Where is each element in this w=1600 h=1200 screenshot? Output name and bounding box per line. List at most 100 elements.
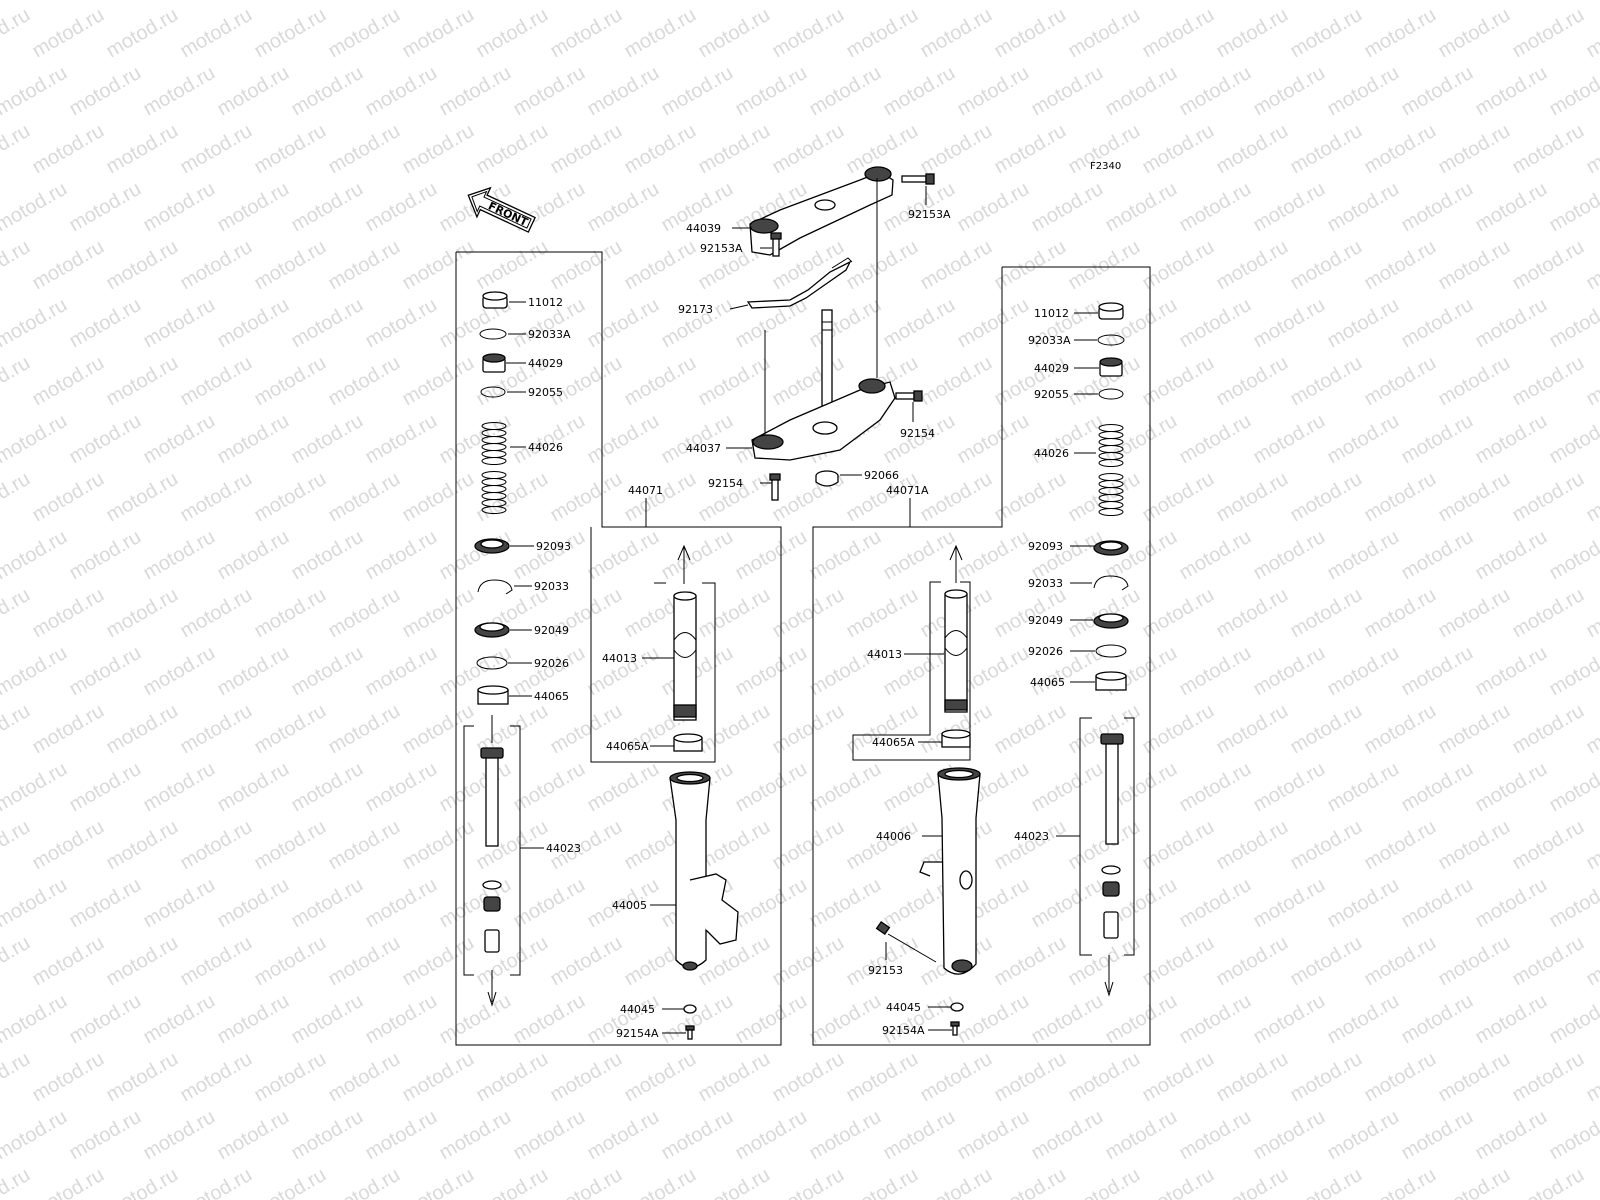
watermark-text: motod.ru [732, 642, 811, 701]
label-right-dust-seal: 92093 [1028, 540, 1063, 553]
watermark-text: motod.ru [917, 1164, 996, 1200]
label-right-axle-bolt: 92153 [868, 964, 903, 977]
watermark-text: motod.ru [214, 990, 293, 1049]
watermark-text: motod.ru [1250, 874, 1329, 933]
watermark-text: motod.ru [806, 294, 885, 353]
clamp-icon [746, 257, 853, 309]
watermark-text: motod.ru [1435, 4, 1514, 63]
watermark-text: motod.ru [547, 1048, 626, 1107]
watermark-text: motod.ru [1028, 0, 1107, 4]
watermark-text: motod.ru [103, 352, 182, 411]
watermark-text: motod.ru [1287, 352, 1366, 411]
watermark-text: motod.ru [140, 990, 219, 1049]
watermark-text: motod.ru [29, 468, 108, 527]
watermark-text: motod.ru [1028, 178, 1107, 237]
watermark-text: motod.ru [1435, 1164, 1514, 1200]
watermark-text: motod.ru [325, 4, 404, 63]
watermark-text: motod.ru [399, 932, 478, 991]
watermark-text: motod.ru [1139, 4, 1218, 63]
watermark-text: motod.ru [66, 62, 145, 121]
watermark-text: motod.ru [177, 700, 256, 759]
watermark-text: motod.ru [621, 1048, 700, 1107]
label-right-spring-seat: 44029 [1034, 362, 1069, 375]
watermark-text: motod.ru [325, 1164, 404, 1200]
watermark-text: motod.ru [325, 120, 404, 179]
label-left-gasket: 44045 [620, 1003, 655, 1016]
watermark-text: motod.ru [732, 874, 811, 933]
watermark-text: motod.ru [1139, 1164, 1218, 1200]
watermark-text: motod.ru [695, 1048, 774, 1107]
watermark-text: motod.ru [1398, 0, 1477, 4]
watermark-text: motod.ru [325, 816, 404, 875]
watermark-text: motod.ru [436, 1106, 515, 1165]
watermark-text: motod.ru [991, 120, 1070, 179]
watermark-text: motod.ru [29, 700, 108, 759]
watermark-text: motod.ru [880, 1106, 959, 1165]
watermark-text: motod.ru [1028, 990, 1107, 1049]
watermark-text: motod.ru [251, 816, 330, 875]
label-left-cap: 11012 [528, 296, 563, 309]
watermark-text: motod.ru [547, 236, 626, 295]
stem-nut-icon [815, 470, 839, 487]
watermark-text: motod.ru [1324, 758, 1403, 817]
watermark-text: motod.ru [0, 816, 34, 875]
watermark-text: motod.ru [584, 1106, 663, 1165]
watermark-text: motod.ru [103, 4, 182, 63]
watermark-text: motod.ru [991, 932, 1070, 991]
watermark-text: motod.ru [1472, 758, 1551, 817]
watermark-text: motod.ru [436, 0, 515, 4]
watermark-text: motod.ru [288, 294, 367, 353]
watermark-text: motod.ru [1102, 62, 1181, 121]
watermark-text: motod.ru [510, 758, 589, 817]
label-left-oil-seal: 92049 [534, 624, 569, 637]
watermark-text: motod.ru [473, 4, 552, 63]
label-right-o-ring: 92055 [1034, 388, 1069, 401]
right-outer-tube-icon [919, 767, 981, 975]
watermark-text: motod.ru [251, 468, 330, 527]
watermark-text: motod.ru [362, 990, 441, 1049]
watermark-text: motod.ru [1435, 932, 1514, 991]
watermark-text: motod.ru [103, 700, 182, 759]
stem-bolt-right-icon [895, 390, 923, 402]
watermark-text: motod.ru [288, 178, 367, 237]
watermark-text: motod.ru [1509, 4, 1588, 63]
left-cylinder-icon [480, 747, 504, 953]
watermark-text: motod.ru [917, 120, 996, 179]
watermark-text: motod.ru [103, 120, 182, 179]
watermark-text: motod.ru [1324, 990, 1403, 1049]
watermark-text: motod.ru [1065, 816, 1144, 875]
watermark-text: motod.ru [1398, 62, 1477, 121]
watermark-text: motod.ru [695, 584, 774, 643]
watermark-text: motod.ru [1176, 0, 1255, 4]
watermark-text: motod.ru [288, 0, 367, 4]
watermark-text: motod.ru [1472, 178, 1551, 237]
watermark-text: motod.ru [399, 4, 478, 63]
watermark-text: motod.ru [214, 642, 293, 701]
watermark-text: motod.ru [362, 178, 441, 237]
watermark-text: motod.ru [510, 62, 589, 121]
label-right-circlip: 92033 [1028, 577, 1063, 590]
watermark-text: motod.ru [954, 0, 1033, 4]
watermark-text: motod.ru [66, 410, 145, 469]
watermark-text: motod.ru [1546, 642, 1600, 701]
watermark-text: motod.ru [0, 178, 71, 237]
watermark-text: motod.ru [954, 526, 1033, 585]
watermark-text: motod.ru [1250, 758, 1329, 817]
watermark-text: motod.ru [1583, 120, 1600, 179]
watermark-text: motod.ru [1176, 1106, 1255, 1165]
watermark-text: motod.ru [1324, 178, 1403, 237]
right-o-ring-top-icon [1097, 334, 1125, 346]
watermark-text: motod.ru [843, 816, 922, 875]
watermark-text: motod.ru [1546, 758, 1600, 817]
watermark-text: motod.ru [399, 236, 478, 295]
watermark-text: motod.ru [843, 932, 922, 991]
watermark-text: motod.ru [658, 0, 737, 4]
watermark-text: motod.ru [658, 1106, 737, 1165]
watermark-text: motod.ru [473, 236, 552, 295]
left-spring-icon [481, 422, 507, 514]
watermark-text: motod.ru [177, 1164, 256, 1200]
watermark-text: motod.ru [1472, 642, 1551, 701]
watermark-text: motod.ru [362, 0, 441, 4]
watermark-text: motod.ru [0, 526, 71, 585]
